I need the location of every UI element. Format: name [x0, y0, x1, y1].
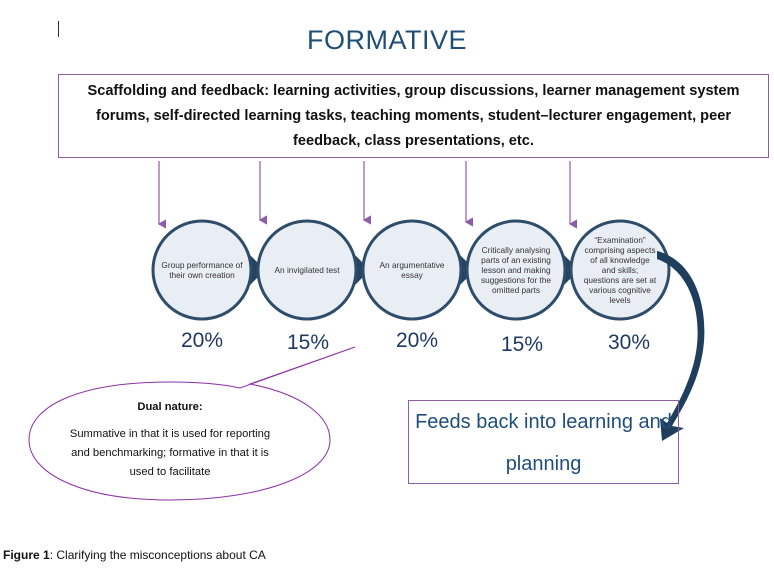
weight-4: 15%: [500, 333, 544, 356]
feedback-curve-arrow: [657, 251, 705, 441]
dual-nature-heading: Dual nature:: [137, 401, 203, 413]
feedback-text: Feeds back into learning and planning: [415, 411, 672, 475]
weight-3: 20%: [395, 329, 439, 352]
assessment-circle-4: [465, 219, 567, 321]
figure-label: Figure 1: [3, 548, 50, 562]
diagram-title: FORMATIVE: [306, 25, 467, 55]
text-cursor: [58, 21, 59, 37]
circle-label-1: Group performance of their own creation: [161, 260, 243, 280]
circle-label-2: An invigilated test: [274, 265, 340, 275]
figure-caption-text: : Clarifying the misconceptions about CA: [49, 548, 266, 562]
assessment-circle-2: [256, 219, 358, 321]
circle-label-5: “Examination” comprising aspects of all …: [583, 235, 657, 305]
figure-caption: Figure 1: Clarifying the misconceptions …: [3, 548, 266, 562]
scaffolding-box: Scaffolding and feedback: learning activ…: [58, 74, 769, 158]
weight-5: 30%: [607, 331, 651, 354]
scaffolding-text: Scaffolding and feedback: learning activ…: [87, 82, 740, 149]
circle-label-3: An argumentative essay: [379, 260, 445, 280]
assessment-circle-3: [361, 219, 463, 321]
circle-label-4: Critically analysing parts of an existin…: [480, 245, 552, 295]
weight-1: 20%: [180, 329, 224, 352]
assessment-circle-5: [569, 219, 671, 321]
speech-bubble: [28, 346, 356, 501]
feedback-box: Feeds back into learning and planning: [408, 400, 679, 484]
dual-nature-body: Summative in that it is used for reporti…: [69, 428, 271, 478]
weight-2: 15%: [286, 331, 330, 354]
assessment-circle-1: [151, 219, 253, 321]
